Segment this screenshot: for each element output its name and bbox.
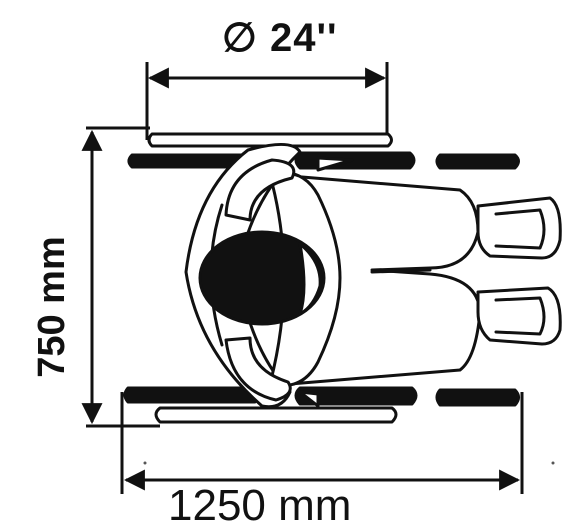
head (198, 230, 326, 326)
length-label: 1250 mm (168, 481, 352, 530)
leg-split (370, 268, 432, 274)
frame-bar-bottom-left (123, 386, 260, 404)
head-highlight (298, 242, 322, 316)
wheel-diameter-label: ∅ 24'' (222, 16, 338, 60)
width-label: 750 mm (31, 236, 73, 378)
mark-dot-left (143, 461, 147, 465)
frame-bar-bottom-right (435, 388, 520, 407)
foot-top (476, 196, 562, 260)
foot-top-inner (494, 208, 546, 250)
frame-bar-top-mid (294, 151, 416, 170)
arm-top (224, 158, 296, 222)
mark-dot-right (551, 461, 555, 465)
wedge-top (316, 156, 354, 172)
length-dimension (120, 392, 524, 494)
rear-wheel-bottom (154, 406, 398, 424)
foot-bottom-inner (494, 296, 546, 336)
rear-wheel-top (147, 132, 393, 148)
frame-bar-top-right (435, 153, 520, 170)
wheelchair (123, 132, 562, 424)
wedge-bottom (298, 390, 320, 408)
wheel-diameter-dimension (145, 62, 389, 140)
arm-bottom (224, 336, 292, 402)
width-dimension (81, 126, 160, 428)
frame-bar-bottom-mid (294, 386, 418, 406)
foot-bottom (476, 286, 562, 346)
